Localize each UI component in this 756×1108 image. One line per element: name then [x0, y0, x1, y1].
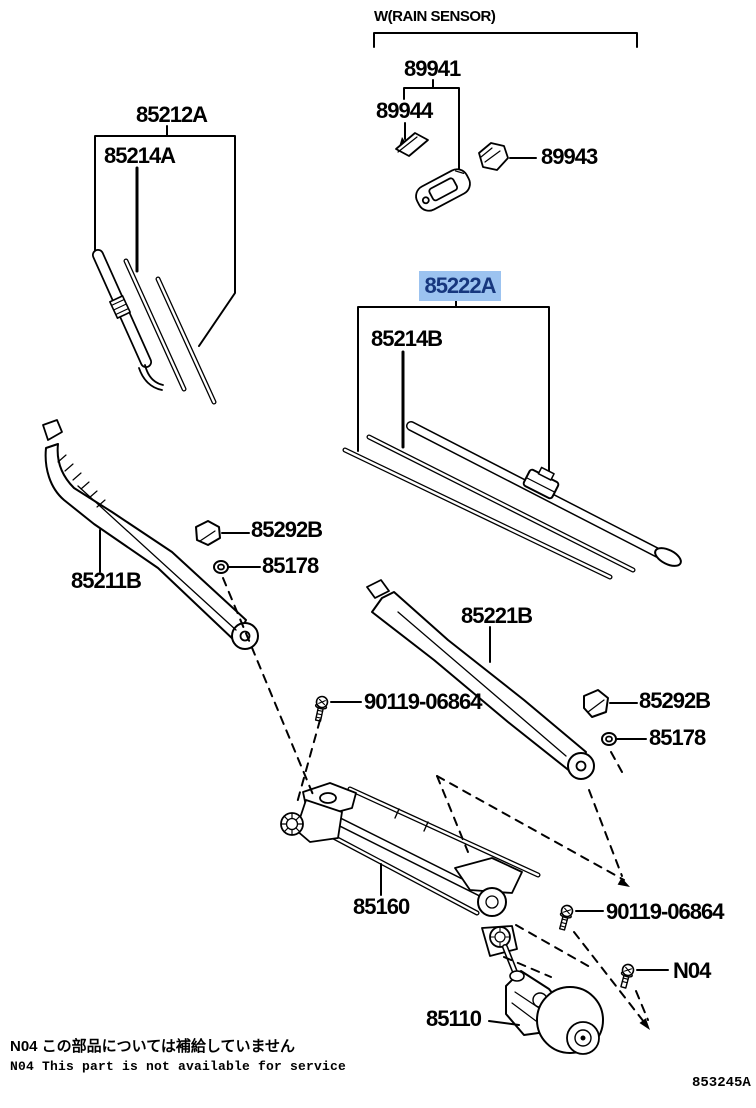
- arm-nut-left-drawing: [213, 560, 261, 574]
- footnote-japanese: N04 この部品については補給していません: [10, 1038, 296, 1055]
- right-wiper-arm-drawing: [366, 579, 595, 780]
- right-blade-bracket: [357, 300, 550, 472]
- part-label-85178-left[interactable]: 85178: [262, 553, 319, 578]
- wiper-motor-drawing: [488, 970, 604, 1055]
- rain-sensor-note: W(RAIN SENSOR): [374, 8, 496, 25]
- bolt-n04-drawing: [620, 963, 635, 989]
- sensor-plate-drawing: [395, 132, 429, 157]
- arm-nut-right-drawing: [601, 732, 647, 746]
- part-label-90119-left[interactable]: 90119-06864: [364, 689, 482, 714]
- part-label-85160[interactable]: 85160: [353, 894, 410, 919]
- part-label-85222a[interactable]: 85222A: [424, 273, 496, 298]
- part-label-85211b[interactable]: 85211B: [71, 568, 142, 593]
- part-label-85214a[interactable]: 85214A: [104, 143, 176, 168]
- arrowhead-right-upper: [617, 877, 630, 887]
- part-label-85292b-left[interactable]: 85292B: [251, 517, 323, 542]
- part-label-85212a[interactable]: 85212A: [136, 102, 208, 127]
- pivot-cap-left-drawing: [195, 520, 250, 546]
- part-label-89941[interactable]: 89941: [404, 56, 461, 81]
- left-blade-bracket: [94, 125, 236, 347]
- part-label-89943[interactable]: 89943: [541, 144, 598, 169]
- pivot-cap-right-drawing: [583, 689, 638, 718]
- part-label-90119-right[interactable]: 90119-06864: [606, 899, 724, 924]
- part-label-n04[interactable]: N04: [673, 958, 711, 983]
- bolt-90119-right-drawing: [558, 904, 574, 931]
- part-label-85214b[interactable]: 85214B: [371, 326, 443, 351]
- part-label-85110[interactable]: 85110: [426, 1006, 482, 1031]
- right-blade-group-drawing: [342, 421, 682, 580]
- part-label-89944[interactable]: 89944: [376, 98, 433, 123]
- arrowhead-right-lower: [639, 1018, 650, 1030]
- highlight-box-85222a: 85222A: [419, 271, 501, 301]
- bolt-90119-left-drawing: [314, 695, 329, 722]
- footnote-english: N04 This part is not available for servi…: [10, 1059, 347, 1074]
- wiper-link-drawing: [280, 782, 541, 980]
- dashed-guides: [222, 577, 649, 1023]
- part-label-85221b[interactable]: 85221B: [461, 603, 533, 628]
- rain-sensor-unit-drawing: [415, 168, 471, 212]
- left-wiper-arm-drawing: [42, 419, 259, 650]
- diagram-code: 853245A: [692, 1075, 751, 1091]
- rain-sensor-bracket: [373, 32, 638, 171]
- part-label-85292b-right[interactable]: 85292B: [639, 688, 711, 713]
- left-blade-group-drawing: [92, 249, 217, 405]
- part-label-85178-right[interactable]: 85178: [649, 725, 706, 750]
- sensor-cover-drawing: [478, 142, 509, 171]
